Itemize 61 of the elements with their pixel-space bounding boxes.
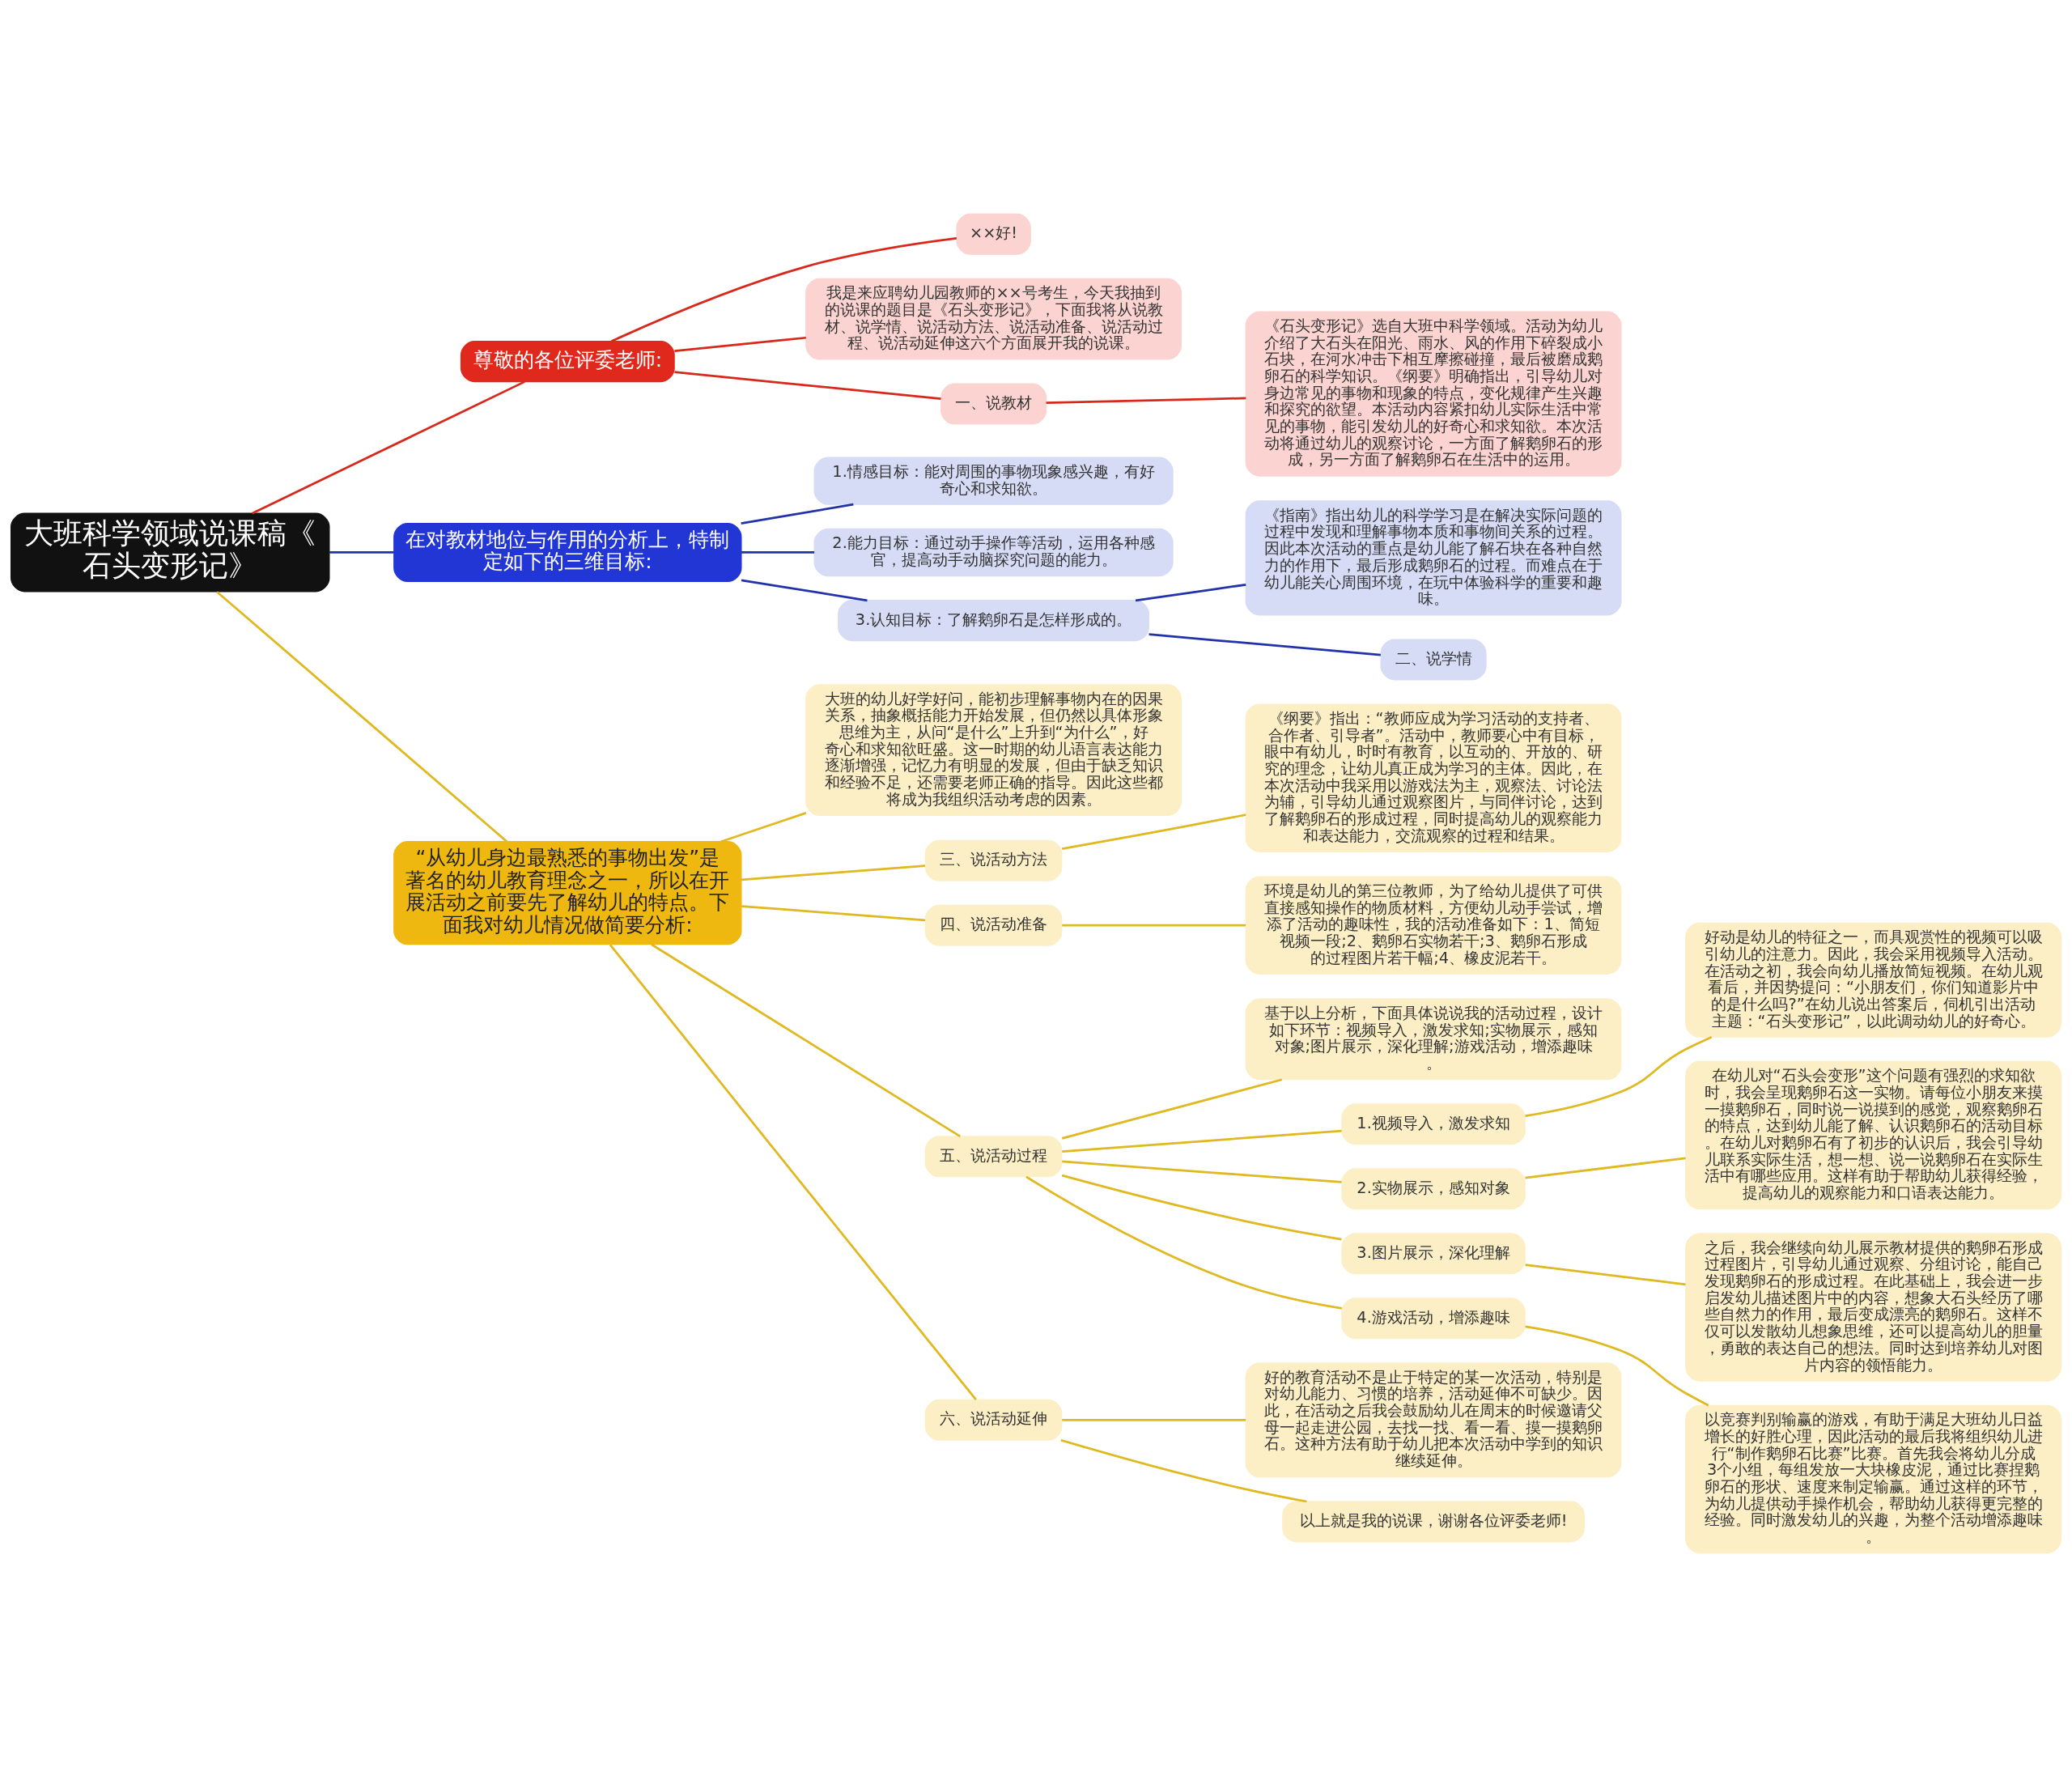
- node-box: 三、说活动方法: [924, 839, 1063, 881]
- node-box: 2.实物展示，感知对象: [1341, 1168, 1526, 1210]
- node-box: 在幼儿对“石头会变形”这个问题有强烈的求知欲时，我会呈现鹅卵石这一实物。请每位小朋友来摸一摸鹅卵石，同时说一说摸到的感觉，观察鹅卵石的特点，达到幼儿能了解、认识鹅卵石的活动目标。在幼儿对鹅卵石有了初步的认识后，我会引导幼儿联系实际生活，想一想、说一说鹅卵石在实际生活中有哪些应用。这样有助于帮助幼儿获得经验，提高幼儿的观察能力和口语表达能力。: [1685, 1060, 2062, 1210]
- node-box: 1.视频导入，激发求知: [1341, 1103, 1526, 1145]
- connector: [1525, 1264, 1686, 1286]
- connector: [1062, 1160, 1342, 1183]
- node-box: 以上就是我的说课，谢谢各位评委老师!: [1282, 1501, 1585, 1543]
- node-box: 2.能力目标：通过动手操作等活动，运用各种感官，提高动手动脑探究问题的能力。: [813, 528, 1174, 577]
- connector: [674, 336, 806, 352]
- connector: [1060, 1438, 1307, 1503]
- node-box: 大班科学领域说课稿《石头变形记》: [10, 512, 330, 593]
- node-box: ××好!: [956, 213, 1031, 255]
- node-box: 3.认知目标：了解鹅卵石是怎样形成的。: [838, 600, 1149, 642]
- connector: [741, 503, 854, 525]
- connector: [741, 551, 815, 554]
- connector: [1062, 1129, 1342, 1153]
- node-box: 《石头变形记》选自大班中科学领域。活动为幼儿介绍了大石头在阳光、雨水、风的作用下碎裂成小石块，在河水冲击下相互摩擦碰撞，最后被磨成鹅卵石的科学知识。《纲要》明确指出，引导幼儿对身边常见的事物和现象的特点，变化规律产生兴趣和探究的欲望。本活动内容紧扣幼儿实际生活中常见的事物，能引发幼儿的好奇心和求知欲。本次活动将通过幼儿的观察讨论，一方面了解鹅卵石的形成，另一方面了解鹅卵石在生活中的运用。: [1245, 311, 1622, 477]
- node-box: 《指南》指出幼儿的科学学习是在解决实际问题的过程中发现和理解事物本质和事物间关系的过程。因此本次活动的重点是幼儿能了解石块在各种自然力的作用下，最后形成鹅卵石的过程。而难点在于幼儿能关心周围环境，在玩中体验科学的重要和趣味。: [1245, 500, 1622, 616]
- node-box: 六、说活动延伸: [924, 1399, 1063, 1441]
- node-box: 尊敬的各位评委老师:: [460, 341, 675, 383]
- connector: [1149, 633, 1381, 656]
- connector: [1061, 813, 1246, 850]
- connector: [1062, 924, 1246, 927]
- connector: [1135, 583, 1246, 602]
- node-box: “从幼儿身边最熟悉的事物出发”是著名的幼儿教育理念之一，所以在开展活动之前要先了解幼儿的特点。下面我对幼儿情况做简要分析:: [393, 841, 742, 945]
- connector: [741, 905, 926, 922]
- node-box: 4.游戏活动，增添趣味: [1341, 1298, 1526, 1340]
- node-box: 我是来应聘幼儿园教师的××号考生，今天我抽到的说课的题目是《石头变形记》，下面我将从说教材、说学情、说活动方法、说活动准备、说活动过程、说活动延伸这六个方面展开我的说课。: [805, 278, 1182, 360]
- connector: [720, 812, 807, 843]
- connector: [741, 579, 868, 602]
- node-box: 四、说活动准备: [924, 904, 1063, 946]
- connector: [216, 591, 507, 843]
- connector: [252, 380, 525, 515]
- connector: [1062, 1418, 1246, 1421]
- node-box: 之后，我会继续向幼儿展示教材提供的鹅卵石形成过程图片，引导幼儿通过观察、分组讨论，能自己发现鹅卵石的形成过程。在此基础上，我会进一步启发幼儿描述图片中的内容，想象大石头经历了哪些自然力的作用，最后变成漂亮的鹅卵石。这样不仅可以发散幼儿想象思维，还可以提高幼儿的胆量，勇敢的表达自己的想法。同时达到培养幼儿对图片内容的领悟能力。: [1685, 1233, 2062, 1382]
- node-box: 环境是幼儿的第三位教师，为了给幼儿提供了可供直接感知操作的物质材料，方便幼儿动手尝试，增添了活动的趣味性，我的活动准备如下：1、简短视频一段;2、鹅卵石实物若干;3、鹅卵石形成的过程图片若干幅;4、橡皮泥若干。: [1245, 876, 1622, 975]
- connector: [609, 944, 977, 1400]
- node-box: 基于以上分析，下面具体说说我的活动过程，设计如下环节：视频导入，激发求知;实物展示，感知对象;图片展示，深化理解;游戏活动，增添趣味。: [1245, 998, 1622, 1081]
- node-box: 1.情感目标：能对周围的事物现象感兴趣，有好奇心和求知欲。: [813, 457, 1174, 505]
- node-box: 二、说学情: [1380, 639, 1487, 681]
- connector: [1525, 1157, 1686, 1179]
- connector: [1046, 397, 1246, 404]
- connector: [674, 371, 941, 401]
- node-box: 好动是幼儿的特征之一，而具观赏性的视频可以吸引幼儿的注意力。因此，我会采用视频导入活动。在活动之初，我会向幼儿播放简短视频。在幼儿观看后，并因势提问：“小朋友们，你们知道影片中的是什么吗?”在幼儿说出答案后，伺机引出活动主题：“石头变形记”，以此调动幼儿的好奇心。: [1685, 922, 2062, 1038]
- connector: [1525, 1325, 1709, 1407]
- connector: [611, 236, 957, 342]
- node-box: 好的教育活动不是止于特定的某一次活动，特别是对幼儿能力、习惯的培养，活动延伸不可缺少。因此，在活动之后我会鼓励幼儿在周末的时候邀请父母一起走进公园，去找一找、看一看、摸一摸鹅卵石。这种方法有助于幼儿把本次活动中学到的知识继续延伸。: [1245, 1362, 1622, 1478]
- node-box: 以竞赛判别输赢的游戏，有助于满足大班幼儿日益增长的好胜心理，因此活动的最后我将组织幼儿进行“制作鹅卵石比赛”比赛。首先我会将幼儿分成3个小组，每组发放一大块橡皮泥，通过比赛捏鹅卵石的形状、速度来制定输赢。通过这样的环节，为幼儿提供动手操作机会，帮助幼儿获得更完整的经验。同时激发幼儿的兴趣，为整个活动增添趣味。: [1685, 1404, 2062, 1554]
- connector: [651, 943, 961, 1138]
- node-box: 3.图片展示，深化理解: [1341, 1233, 1526, 1275]
- connector: [1025, 1175, 1343, 1310]
- node-box: 在对教材地位与作用的分析上，特制定如下的三维目标:: [393, 522, 742, 583]
- node-box: 五、说活动过程: [924, 1136, 1063, 1178]
- connector: [1061, 1078, 1283, 1140]
- connector: [1525, 1035, 1713, 1117]
- node-box: 《纲要》指出：“教师应成为学习活动的支持者、合作者、引导者”。活动中，教师要心中有目标，眼中有幼儿，时时有教育，以互动的、开放的、研究的理念，让幼儿真正成为学习的主体。因此，在本次活动中我采用以游戏法为主，观察法、讨论法为辅，引导幼儿通过观察图片，与同伴讨论，达到了解鹅卵石的形成过程，同时提高幼儿的观察能力和表达能力，交流观察的过程和结果。: [1245, 703, 1622, 852]
- node-box: 一、说教材: [940, 383, 1047, 425]
- node-box: 大班的幼儿好学好问，能初步理解事物内在的因果关系，抽象概括能力开始发展，但仍然以具体形象思维为主，从问“是什么”上升到“为什么”，好奇心和求知欲旺盛。这一时期的幼儿语言表达能力逐渐增强，记忆力有明显的发展，但由于缺乏知识和经验不足，还需要老师正确的指导。因此这些都将成为我组织活动考虑的因素。: [805, 684, 1182, 817]
- connector: [329, 551, 394, 554]
- connector: [1061, 1174, 1342, 1241]
- connector: [741, 864, 926, 881]
